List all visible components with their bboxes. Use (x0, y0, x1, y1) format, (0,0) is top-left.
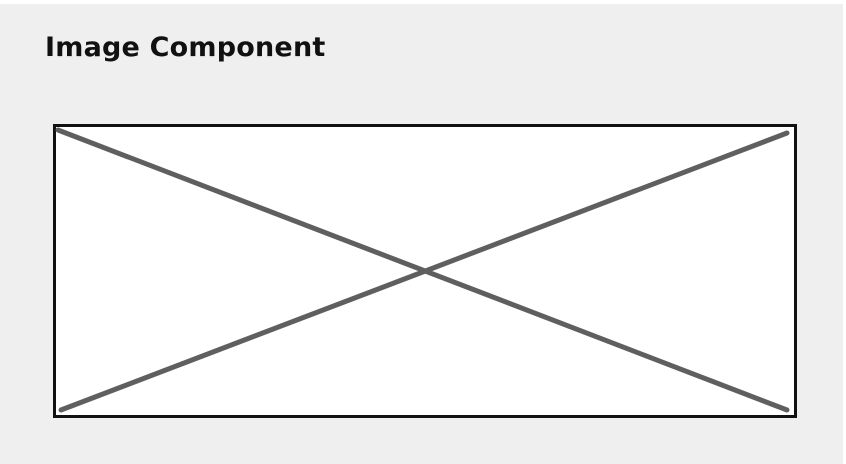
component-title: Image Component (45, 32, 326, 63)
placeholder-diagonal-bottom-left (58, 130, 790, 413)
image-placeholder[interactable] (53, 124, 797, 418)
image-placeholder-icon (53, 124, 797, 418)
image-component-panel: Image Component (0, 4, 843, 464)
